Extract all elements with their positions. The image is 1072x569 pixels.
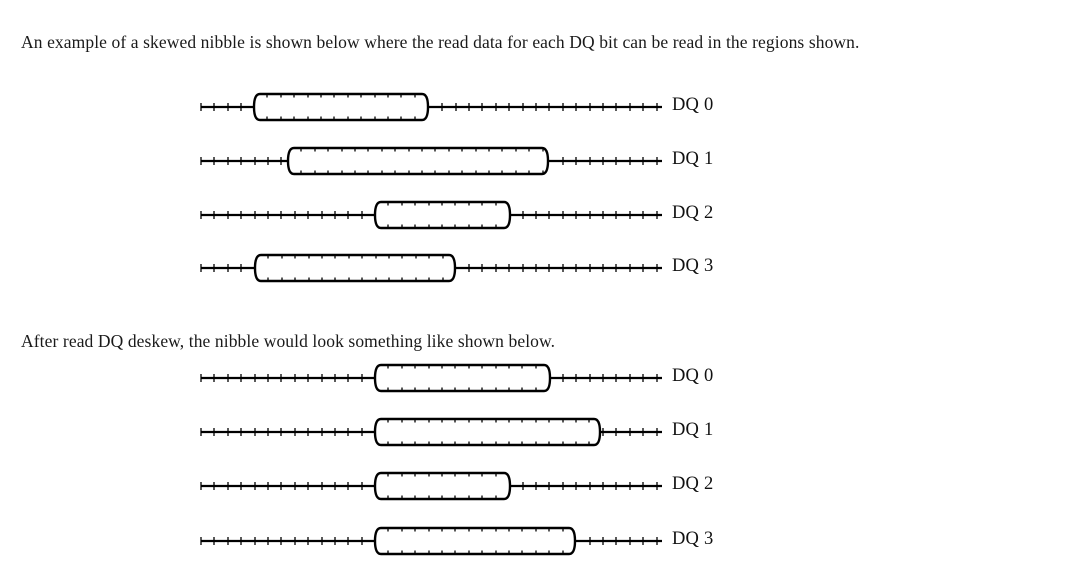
- dq-timing-track: [0, 514, 720, 568]
- dq-row-dq-0: DQ 0: [0, 80, 1072, 134]
- dq-bit-label: DQ 1: [672, 149, 714, 169]
- dq-timing-track: [0, 80, 720, 134]
- dq-row-dq-3: DQ 3: [0, 514, 1072, 568]
- dq-bit-label: DQ 3: [672, 529, 714, 549]
- dq-valid-window-box: [373, 417, 602, 447]
- dq-timing-track: [0, 134, 720, 188]
- dq-valid-window-box: [373, 471, 512, 501]
- dq-row-dq-1: DQ 1: [0, 134, 1072, 188]
- eye-diagram-svg: [200, 253, 662, 283]
- dq-row-dq-0: DQ 0: [0, 351, 1072, 405]
- dq-valid-window-box: [373, 526, 577, 556]
- dq-valid-window-box: [252, 92, 430, 122]
- dq-valid-window-box: [253, 253, 457, 283]
- dq-bit-label: DQ 2: [672, 474, 714, 494]
- eye-diagram-svg: [200, 146, 662, 176]
- dq-bit-label: DQ 2: [672, 203, 714, 223]
- intro-paragraph: An example of a skewed nibble is shown b…: [21, 31, 860, 52]
- dq-row-dq-2: DQ 2: [0, 188, 1072, 242]
- dq-bit-label: DQ 1: [672, 420, 714, 440]
- eye-diagram-svg: [200, 92, 662, 122]
- dq-timing-track: [0, 188, 720, 242]
- eye-diagram-svg: [200, 417, 662, 447]
- dq-timing-track: [0, 459, 720, 513]
- dq-valid-window-box: [373, 363, 552, 393]
- dq-valid-window-box: [286, 146, 550, 176]
- eye-diagram-svg: [200, 526, 662, 556]
- dq-timing-track: [0, 405, 720, 459]
- eye-diagram-svg: [200, 200, 662, 230]
- eye-diagram-svg: [200, 471, 662, 501]
- dq-bit-label: DQ 0: [672, 95, 714, 115]
- deskew-paragraph: After read DQ deskew, the nibble would l…: [21, 330, 556, 351]
- dq-timing-track: [0, 241, 720, 295]
- dq-row-dq-2: DQ 2: [0, 459, 1072, 513]
- dq-row-dq-1: DQ 1: [0, 405, 1072, 459]
- dq-timing-track: [0, 351, 720, 405]
- dq-row-dq-3: DQ 3: [0, 241, 1072, 295]
- diagram-deskewed-nibble: DQ 0 DQ 1 DQ 2 DQ 3: [0, 351, 1072, 566]
- eye-diagram-svg: [200, 363, 662, 393]
- dq-bit-label: DQ 3: [672, 256, 714, 276]
- dq-valid-window-box: [373, 200, 512, 230]
- dq-bit-label: DQ 0: [672, 366, 714, 386]
- diagram-skewed-nibble: DQ 0 DQ 1 DQ 2 DQ 3: [0, 80, 1072, 295]
